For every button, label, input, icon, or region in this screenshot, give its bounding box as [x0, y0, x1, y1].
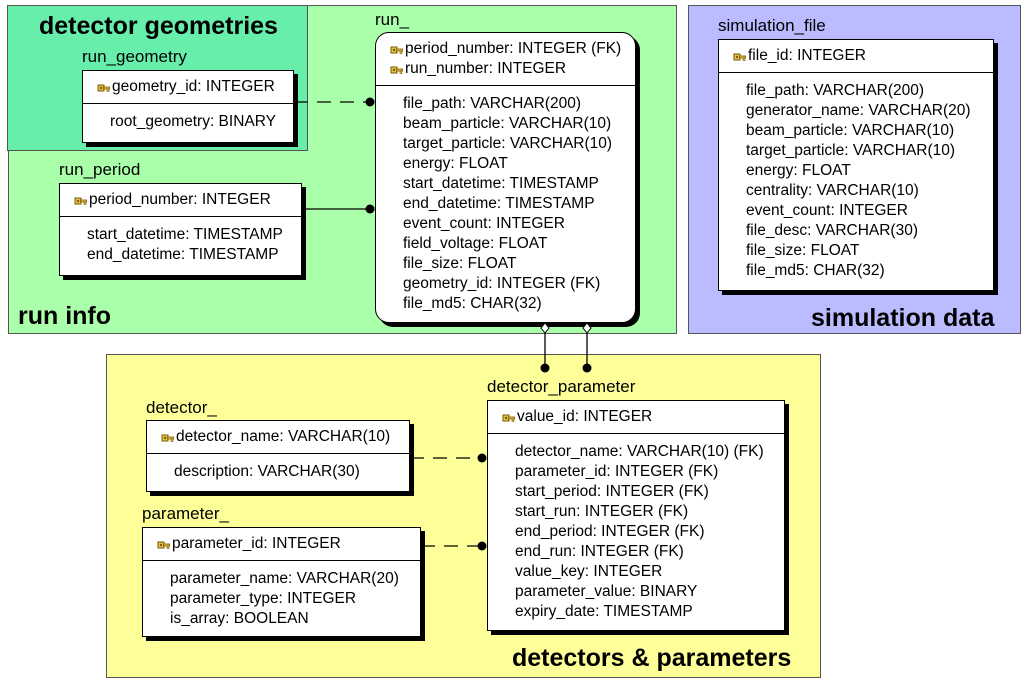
pk-attribute-text: detector_name: VARCHAR(10)	[176, 428, 391, 445]
attribute: target_particle: VARCHAR(10)	[403, 135, 613, 152]
pk-attribute: file_id: INTEGER	[733, 46, 985, 66]
entity-name-run-geometry: run_geometry	[82, 47, 187, 66]
pk-attribute: value_id: INTEGER	[502, 407, 776, 427]
entity-run-period[interactable]: period_number: INTEGER start_datetime: TI…	[59, 183, 302, 276]
attribute: file_md5: CHAR(32)	[746, 262, 885, 279]
entity-detector-parameter[interactable]: value_id: INTEGER detector_name: VARCHAR(…	[487, 400, 785, 631]
pk-attribute-text: period_number: INTEGER	[89, 191, 271, 208]
primary-key-section: parameter_id: INTEGER	[143, 528, 420, 561]
attribute: end_datetime: TIMESTAMP	[87, 246, 279, 263]
attribute-section: start_datetime: TIMESTAMP end_datetime: T…	[60, 217, 301, 273]
attribute: parameter_value: BINARY	[515, 583, 698, 600]
entity-name-run-period: run_period	[59, 160, 141, 179]
attribute: start_datetime: TIMESTAMP	[403, 175, 599, 192]
primary-key-icon	[157, 538, 171, 551]
primary-key-section: period_number: INTEGER (FK) run_number: I…	[376, 33, 635, 86]
entity-name-simulation-file: simulation_file	[718, 16, 826, 35]
pk-attribute-text: run_number: INTEGER	[405, 60, 567, 77]
attribute-section: file_path: VARCHAR(200) generator_name: V…	[719, 73, 993, 289]
entity-run[interactable]: period_number: INTEGER (FK) run_number: I…	[375, 32, 636, 323]
attribute-section: detector_name: VARCHAR(10) (FK) parameter…	[488, 434, 784, 630]
attribute: event_count: INTEGER	[746, 202, 908, 219]
attribute: field_voltage: FLOAT	[403, 235, 548, 252]
attribute: parameter_type: INTEGER	[170, 590, 357, 607]
entity-name-run: run_	[375, 10, 410, 29]
entity-run-geometry[interactable]: geometry_id: INTEGER root_geometry: BINAR…	[82, 70, 294, 143]
pk-attribute: geometry_id: INTEGER	[97, 77, 285, 97]
pk-attribute-text: geometry_id: INTEGER	[112, 78, 275, 95]
attribute: root_geometry: BINARY	[110, 113, 276, 130]
pk-attribute: period_number: INTEGER (FK)	[390, 39, 627, 59]
attribute: file_size: FLOAT	[403, 255, 517, 272]
attribute: detector_name: VARCHAR(10) (FK)	[515, 443, 764, 460]
attribute: file_desc: VARCHAR(30)	[746, 222, 918, 239]
primary-key-icon	[97, 81, 111, 94]
attribute: beam_particle: VARCHAR(10)	[403, 115, 612, 132]
attribute: file_md5: CHAR(32)	[403, 295, 542, 312]
attribute: generator_name: VARCHAR(20)	[746, 102, 971, 119]
primary-key-icon	[502, 411, 516, 424]
group-title-detectors-parameters: detectors & parameters	[512, 644, 792, 672]
primary-key-section: geometry_id: INTEGER	[83, 71, 293, 104]
entity-detector[interactable]: detector_name: VARCHAR(10) description: V…	[146, 420, 410, 492]
entity-name-detector-parameter: detector_parameter	[487, 377, 636, 396]
attribute: parameter_name: VARCHAR(20)	[170, 570, 399, 587]
entity-simulation-file[interactable]: file_id: INTEGER file_path: VARCHAR(200) g…	[718, 39, 994, 291]
primary-key-icon	[733, 50, 747, 63]
group-title-detector-geometries: detector geometries	[39, 12, 278, 40]
attribute: file_path: VARCHAR(200)	[403, 95, 582, 112]
attribute: event_count: INTEGER	[403, 215, 565, 232]
attribute: expiry_date: TIMESTAMP	[515, 603, 693, 620]
attribute: value_key: INTEGER	[515, 563, 663, 580]
attribute: description: VARCHAR(30)	[174, 463, 360, 480]
entity-parameter[interactable]: parameter_id: INTEGER parameter_name: VAR…	[142, 527, 421, 637]
attribute: centrality: VARCHAR(10)	[746, 182, 919, 199]
pk-attribute-text: period_number: INTEGER (FK)	[405, 40, 622, 57]
primary-key-section: value_id: INTEGER	[488, 401, 784, 434]
pk-attribute-text: file_id: INTEGER	[748, 47, 867, 64]
attribute: energy: FLOAT	[746, 162, 851, 179]
pk-attribute: period_number: INTEGER	[74, 190, 293, 210]
attribute: file_path: VARCHAR(200)	[746, 82, 925, 99]
primary-key-section: period_number: INTEGER	[60, 184, 301, 217]
attribute: end_datetime: TIMESTAMP	[403, 195, 595, 212]
primary-key-section: file_id: INTEGER	[719, 40, 993, 73]
pk-attribute: detector_name: VARCHAR(10)	[161, 427, 401, 447]
attribute: file_size: FLOAT	[746, 242, 860, 259]
group-title-simulation-data: simulation data	[811, 304, 995, 332]
attribute: energy: FLOAT	[403, 155, 508, 172]
entity-name-parameter: parameter_	[142, 504, 229, 523]
attribute: geometry_id: INTEGER (FK)	[403, 275, 601, 292]
attribute-section: description: VARCHAR(30)	[147, 454, 409, 490]
group-title-run-info: run info	[18, 302, 112, 330]
pk-attribute: run_number: INTEGER	[390, 59, 627, 79]
attribute: end_period: INTEGER (FK)	[515, 523, 705, 540]
attribute-section: root_geometry: BINARY	[83, 104, 293, 140]
primary-key-section: detector_name: VARCHAR(10)	[147, 421, 409, 454]
attribute: start_period: INTEGER (FK)	[515, 483, 709, 500]
pk-attribute-text: parameter_id: INTEGER	[172, 535, 341, 552]
attribute: is_array: BOOLEAN	[170, 610, 309, 627]
primary-key-icon	[390, 43, 404, 56]
primary-key-icon	[74, 194, 88, 207]
primary-key-icon	[390, 63, 404, 76]
attribute: start_datetime: TIMESTAMP	[87, 226, 283, 243]
attribute: start_run: INTEGER (FK)	[515, 503, 689, 520]
attribute: target_particle: VARCHAR(10)	[746, 142, 956, 159]
attribute: parameter_id: INTEGER (FK)	[515, 463, 719, 480]
pk-attribute: parameter_id: INTEGER	[157, 534, 412, 554]
attribute-section: file_path: VARCHAR(200) beam_particle: VA…	[376, 86, 635, 322]
attribute-section: parameter_name: VARCHAR(20) parameter_typ…	[143, 561, 420, 637]
attribute: end_run: INTEGER (FK)	[515, 543, 684, 560]
attribute: beam_particle: VARCHAR(10)	[746, 122, 955, 139]
entity-name-detector: detector_	[146, 398, 217, 417]
primary-key-icon	[161, 431, 175, 444]
pk-attribute-text: value_id: INTEGER	[517, 408, 653, 425]
